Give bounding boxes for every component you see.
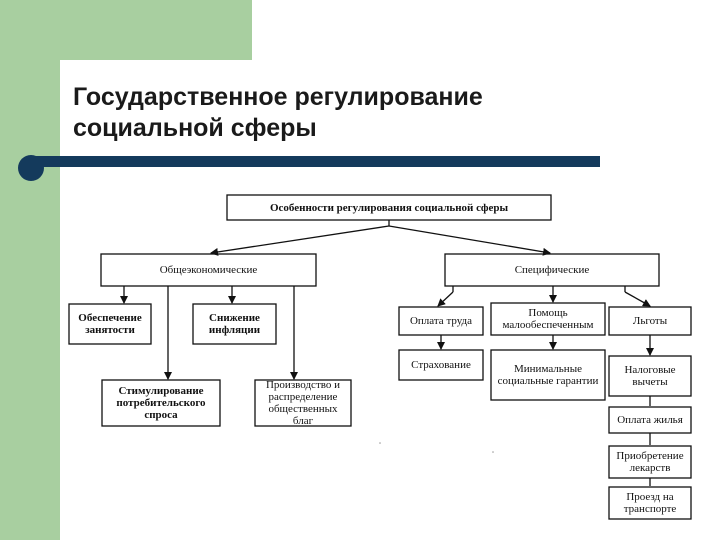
slide-panel xyxy=(60,60,720,540)
general-label: Общеэкономические xyxy=(159,264,258,276)
box-general xyxy=(100,253,317,287)
benefits-label: Льготы xyxy=(632,315,668,327)
housing-label: Оплата жилья xyxy=(617,414,683,426)
arrow-specific-labor-pay xyxy=(437,291,454,307)
title-underline-bar xyxy=(31,156,600,167)
green-top-decoration xyxy=(0,0,252,60)
box-poor-help xyxy=(490,302,606,336)
slide-title: Государственное регулирование социальной… xyxy=(73,82,593,144)
box-transport xyxy=(608,486,692,520)
box-inflation xyxy=(192,303,277,345)
labor-pay-label: Оплата труда xyxy=(409,315,473,327)
demand-label: Стимулирование потребительского спроса xyxy=(116,385,206,421)
slide-title-line-1: Государственное регулирование xyxy=(73,83,483,111)
inflation-label: Снижение инфляции xyxy=(208,312,261,336)
poor-help-label: Помощь малообеспеченным xyxy=(502,307,594,331)
insurance-label: Страхование xyxy=(411,359,471,371)
box-specific xyxy=(444,253,660,287)
box-employment xyxy=(68,303,152,345)
arrow-specific-benefits xyxy=(624,291,651,307)
arrow-root-general xyxy=(210,225,390,256)
green-side-decoration xyxy=(0,0,60,540)
production-label: Производство и распределение общественны… xyxy=(265,379,341,427)
root-label: Особенности регулирования социальной сфе… xyxy=(269,201,509,214)
medicine-label: Приобретение лекарств xyxy=(616,450,684,474)
scan-dot xyxy=(492,451,494,453)
box-insurance xyxy=(398,349,484,381)
box-min-guarantees xyxy=(490,349,606,401)
employment-label: Обеспечение занятости xyxy=(78,312,142,336)
min-guarantees-label: Минимальные социальные гарантии xyxy=(497,363,599,387)
specific-label: Специфические xyxy=(514,264,590,276)
tax-deductions-label: Налоговые вычеты xyxy=(624,364,676,388)
box-production xyxy=(254,379,352,427)
slide-title-line-2: социальной сферы xyxy=(73,114,317,142)
arrow-root-specific xyxy=(388,225,551,256)
scan-dot xyxy=(379,442,381,444)
box-demand xyxy=(101,379,221,427)
transport-label: Проезд на транспорте xyxy=(623,491,677,515)
